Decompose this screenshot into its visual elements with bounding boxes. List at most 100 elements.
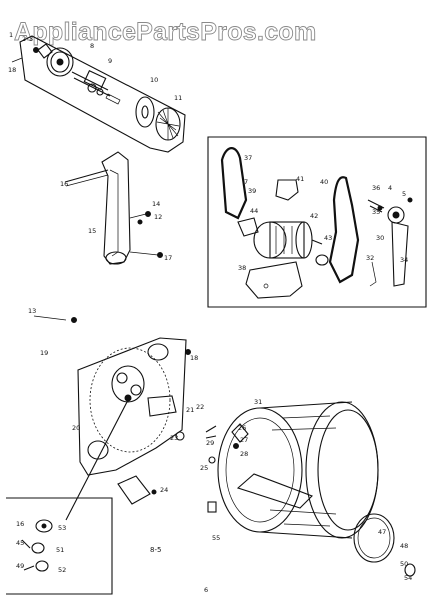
idler-pulley-hub [392, 211, 400, 219]
idler-bolt [377, 205, 383, 211]
bulkhead-wire [65, 399, 129, 521]
callout-24: 24 [160, 486, 168, 494]
callout-4: 4 [388, 184, 392, 192]
blower-leader-18 [11, 57, 23, 63]
callout-6: 6 [204, 586, 208, 594]
callout-19: 19 [40, 349, 48, 357]
drum-front-opening [317, 409, 379, 531]
callout-37: 37 [244, 154, 252, 162]
drum-roller [404, 563, 416, 577]
callout-20: 20 [72, 424, 80, 432]
drum-roller-part [117, 431, 185, 505]
motor-belt-assembly [207, 136, 427, 308]
callout-11: 11 [174, 94, 182, 102]
callout-30: 30 [376, 234, 384, 242]
blower-group-outline [19, 35, 186, 153]
drum-label [207, 501, 217, 513]
blower-bearing-housing [83, 70, 107, 90]
callout-18-top: 18 [8, 66, 16, 74]
blower-washer-2 [96, 88, 104, 96]
blower-impeller-blades [156, 108, 180, 140]
blower-seal-inner [141, 105, 149, 119]
blower-pulley [46, 47, 74, 77]
inset-washer [31, 542, 45, 554]
drum-front-ring [305, 401, 379, 539]
bulkhead-screw-2 [185, 349, 191, 355]
callout-7: 7 [244, 178, 248, 186]
callout-26: 26 [238, 424, 246, 432]
blower-screw [33, 47, 39, 53]
drum-baffle [236, 473, 313, 509]
callout-29: 29 [206, 439, 214, 447]
drum-rear [217, 407, 303, 533]
bulkhead-hole-1 [116, 372, 128, 384]
callout-40: 40 [320, 178, 328, 186]
drum-belt [328, 176, 360, 284]
callout-13: 13 [28, 307, 36, 315]
glide-screw [151, 489, 157, 495]
blower-washer [87, 83, 97, 93]
blower-pulley-inner [50, 51, 70, 73]
callout-35: 35 [372, 208, 380, 216]
bulkhead-top-vent [147, 343, 169, 361]
roller-23 [175, 431, 185, 441]
motor-mount [245, 261, 303, 299]
callout-25: 25 [200, 464, 208, 472]
callout-15: 15 [88, 227, 96, 235]
blower-clip [37, 43, 53, 59]
idler-arm [391, 221, 409, 287]
drum-baffle-clip [231, 423, 249, 443]
callout-41: 41 [296, 175, 304, 183]
rear-bulkhead-panel [77, 337, 187, 476]
callout-18: 18 [190, 354, 198, 362]
inset-roller [35, 519, 53, 533]
callout-1: 1 [9, 31, 13, 39]
motor-clip-top [275, 179, 299, 201]
callout-45: 45 [16, 539, 24, 547]
callout-39: 39 [248, 187, 256, 195]
callout-8: 8 [90, 42, 94, 50]
motor-mount-hole [263, 283, 269, 289]
callout-52: 52 [58, 566, 66, 574]
blower-seal [135, 96, 155, 128]
callout-42: 42 [310, 212, 318, 220]
bulkhead-screw [71, 317, 77, 323]
callout-16-inset: 16 [16, 520, 24, 528]
exhaust-duct [101, 151, 131, 265]
bulkhead-heater-opening [111, 365, 145, 403]
drum-bearing-parts [205, 425, 217, 439]
idler-nut [407, 197, 413, 203]
exhaust-duct-seal-strip [64, 169, 109, 183]
bulkhead-drum-opening [89, 347, 171, 453]
callout-23: 23 [170, 434, 178, 442]
motor-switch [237, 217, 259, 237]
callout-55: 55 [212, 534, 220, 542]
exhaust-duct-outlet [105, 251, 127, 265]
callout-17: 17 [164, 254, 172, 262]
callout-9: 9 [108, 57, 112, 65]
callout-12: 12 [154, 213, 162, 221]
callout-16-duct: 16 [60, 180, 68, 188]
callout-28: 28 [240, 450, 248, 458]
blower-assembly [11, 35, 186, 153]
callout-22: 22 [196, 403, 204, 411]
callout-48: 48 [400, 542, 408, 550]
duct-screw-2 [137, 219, 143, 225]
bulkhead-leader [33, 315, 67, 321]
inset-clip [35, 560, 49, 572]
callout-44: 44 [250, 207, 258, 215]
callout-50: 50 [400, 560, 408, 568]
motor-belt-small [220, 147, 248, 220]
callout-51: 51 [56, 546, 64, 554]
callout-14: 14 [152, 200, 160, 208]
callout-38: 38 [238, 264, 246, 272]
callout-3: 3 [29, 35, 33, 43]
drum-rear-inner [225, 417, 295, 523]
exhaust-duct-assembly [64, 151, 163, 265]
figure-caption: 8-5 [150, 546, 161, 554]
callout-49: 49 [16, 562, 24, 570]
callout-5: 5 [402, 190, 406, 198]
bulkhead-thermostat [147, 395, 177, 417]
motor-pulley [315, 254, 329, 266]
